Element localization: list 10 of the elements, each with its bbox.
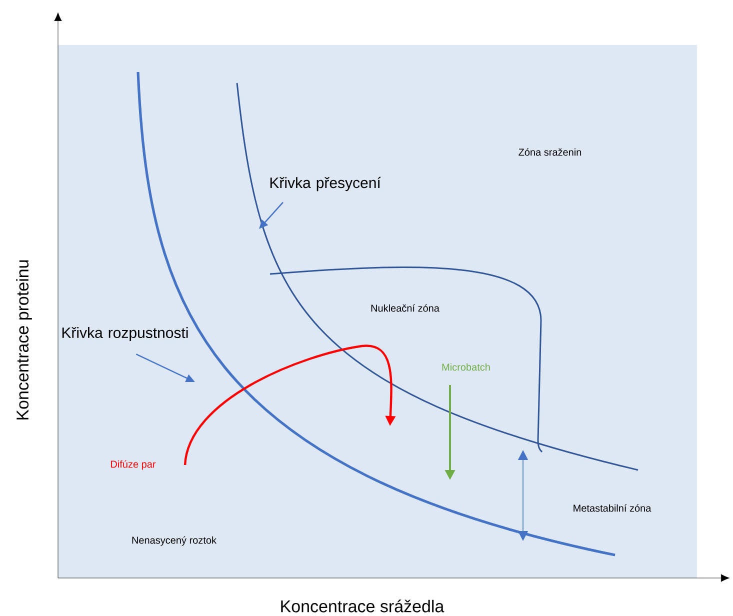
zone-label: Microbatch bbox=[442, 363, 490, 371]
zone-label: Nenasycený roztok bbox=[132, 536, 217, 546]
zone-label: Zóna sraženin bbox=[518, 148, 582, 156]
zone-label: Metastabilní zóna bbox=[574, 504, 652, 512]
curve-label: Křivka rozpustnosti bbox=[62, 327, 188, 342]
axis-label: Koncentrace proteinu bbox=[16, 260, 32, 420]
curve-label: Křivka přesycení bbox=[270, 176, 381, 192]
axis-label: Koncentrace srážedla bbox=[281, 600, 444, 612]
zone-label: Nukleační zóna bbox=[371, 304, 440, 312]
zone-label: Difúze par bbox=[111, 460, 156, 470]
